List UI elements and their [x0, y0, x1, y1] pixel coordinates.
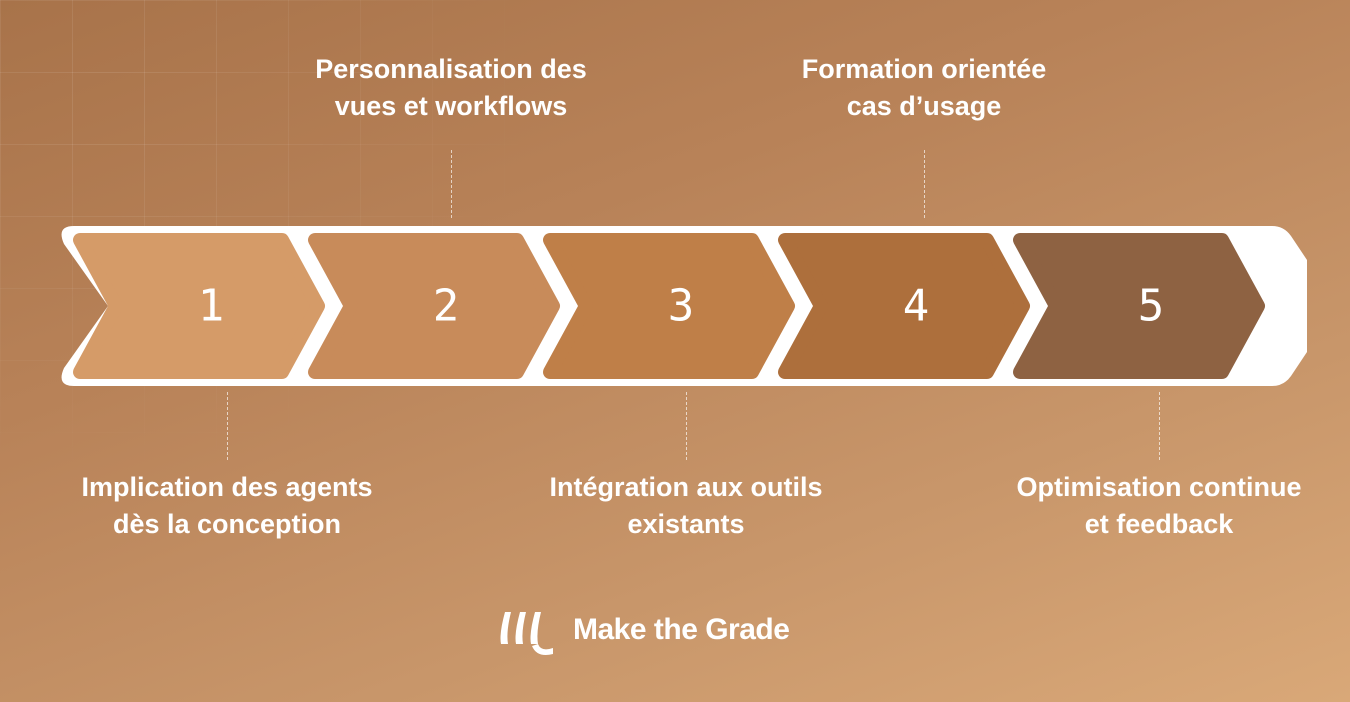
step-4-label-line-1: Formation orientée	[801, 54, 1047, 84]
step-3-label-line-2: existants	[627, 509, 745, 539]
brand-logo: Make the Grade	[497, 604, 790, 656]
step-4-label-line-2: cas d’usage	[846, 91, 1002, 121]
step-1-label: Implication des agents dès la conception	[37, 469, 417, 543]
connector-line-1	[227, 392, 228, 460]
step-1-number: 1	[198, 281, 225, 332]
step-5-label: Optimisation continue et feedback	[969, 469, 1349, 543]
step-4-chevron	[778, 233, 1030, 379]
step-5-label-line-1: Optimisation continue	[1016, 472, 1302, 502]
step-3-number: 3	[668, 281, 695, 332]
step-1-label-line-1: Implication des agents	[81, 472, 373, 502]
connector-line-4	[924, 150, 925, 218]
make-the-grade-logo-icon	[500, 612, 553, 655]
connector-line-5	[1159, 392, 1160, 460]
step-3-label: Intégration aux outils existants	[496, 469, 876, 543]
brand-name: Make the Grade	[573, 613, 790, 646]
step-1-label-line-2: dès la conception	[112, 509, 342, 539]
step-2-chevron	[308, 233, 560, 379]
step-2-label-line-1: Personnalisation des	[315, 54, 587, 84]
connector-line-3	[686, 392, 687, 460]
step-3-label-line-1: Intégration aux outils	[549, 472, 823, 502]
step-1-chevron	[73, 233, 325, 379]
step-4-label: Formation orientée cas d’usage	[734, 51, 1114, 125]
step-2-label-line-2: vues et workflows	[334, 91, 568, 121]
step-5-label-line-2: et feedback	[1084, 509, 1234, 539]
connector-line-2	[451, 150, 452, 218]
step-2-number: 2	[433, 281, 460, 332]
step-5-chevron	[1013, 233, 1265, 379]
step-5-number: 5	[1138, 281, 1165, 332]
step-3-chevron	[543, 233, 795, 379]
step-4-number: 4	[903, 281, 930, 332]
step-2-label: Personnalisation des vues et workflows	[261, 51, 641, 125]
